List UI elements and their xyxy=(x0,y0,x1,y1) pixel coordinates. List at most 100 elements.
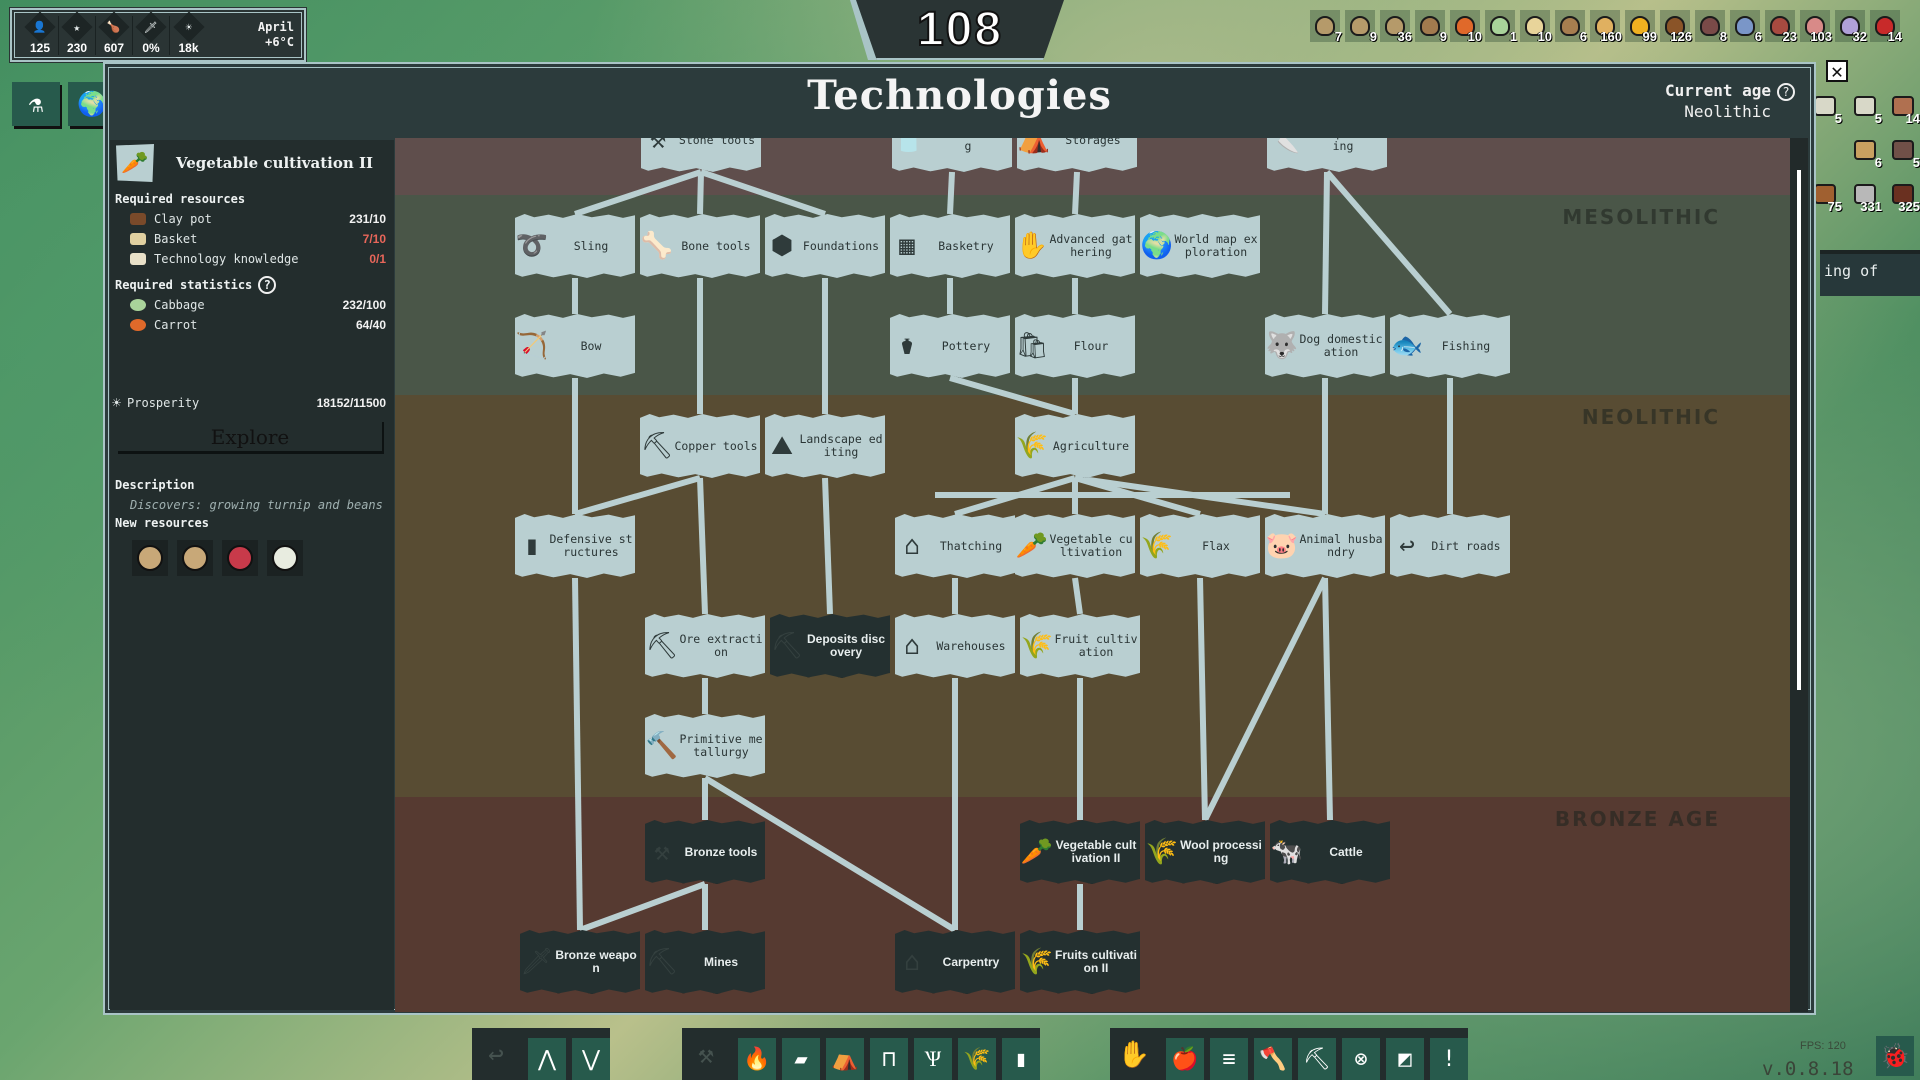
tech-node-deposits-discovery[interactable]: ⛏Deposits discovery xyxy=(770,614,890,678)
tech-node-food-processing[interactable]: 🔪Food processing xyxy=(1267,138,1387,172)
tech-node-animal-husbandry[interactable]: 🐷Animal husbandry xyxy=(1265,514,1385,578)
resource-wheat[interactable]: 160 xyxy=(1590,10,1622,44)
tech-link-copper-tools-to-ore-extraction xyxy=(697,477,708,615)
gather-button[interactable]: 🍎 xyxy=(1166,1038,1204,1080)
tech-node-pelt-clothing[interactable]: 👕Pelt clothing xyxy=(892,138,1012,172)
tech-node-dirt-roads[interactable]: ↩Dirt roads xyxy=(1390,514,1510,578)
tech-node-flax[interactable]: 🌾Flax xyxy=(1140,514,1260,578)
tech-node-pottery[interactable]: ⚱Pottery xyxy=(890,314,1010,378)
tech-node-advanced-gathering[interactable]: ✋Advanced gathering xyxy=(1015,214,1135,278)
side-notification[interactable]: ing of xyxy=(1820,250,1920,296)
new-resource-turnip[interactable] xyxy=(267,540,303,576)
resource-wood-partial[interactable]: 75 xyxy=(1810,180,1842,214)
bug-report-button[interactable]: 🐞 xyxy=(1876,1036,1914,1076)
tech-node-vegetable-cultivation[interactable]: 🥕Vegetable cultivation xyxy=(1015,514,1135,578)
tech-node-bone-tools[interactable]: 🦴Bone tools xyxy=(640,214,760,278)
cut-button[interactable]: 🪓 xyxy=(1254,1038,1292,1080)
tech-node-fishing[interactable]: 🐟Fishing xyxy=(1390,314,1510,378)
scrollbar-thumb[interactable] xyxy=(1797,170,1801,690)
demolish-button[interactable]: ◩ xyxy=(1386,1038,1424,1080)
resource-apple[interactable]: 14 xyxy=(1870,10,1902,44)
tech-node-bronze-tools[interactable]: ⚒Bronze tools xyxy=(645,820,765,884)
resource-clay-pot[interactable]: 9 xyxy=(1415,10,1447,44)
tech-node-mines[interactable]: ⛏Mines xyxy=(645,930,765,994)
resource-carrot-seed-bag[interactable]: 7 xyxy=(1310,10,1342,44)
resource-sticks[interactable]: 325 xyxy=(1888,180,1920,214)
tech-node-vegetable-cultivation-ii[interactable]: 🥕Vegetable cultivation II xyxy=(1020,820,1140,884)
explore-button[interactable]: Explore xyxy=(118,422,384,454)
tech-node-fruit-cultivation[interactable]: 🌾Fruit cultivation xyxy=(1020,614,1140,678)
resource-linen-shirt[interactable]: 5 xyxy=(1850,92,1882,126)
resource-fish[interactable]: 6 xyxy=(1730,10,1762,44)
tent-button[interactable]: ⛺ xyxy=(826,1038,864,1080)
tech-node-agriculture[interactable]: 🌾Agriculture xyxy=(1015,414,1135,478)
palisade-button[interactable]: ▮ xyxy=(1002,1038,1040,1080)
orders-category-icon[interactable]: ✋ xyxy=(1117,1040,1151,1070)
resource-berries[interactable]: 99 xyxy=(1625,10,1657,44)
tech-node-fruits-cultivation-ii[interactable]: 🌾Fruits cultivation II xyxy=(1020,930,1140,994)
resource-grain-seed-bag[interactable]: 36 xyxy=(1380,10,1412,44)
tech-node-storages[interactable]: ⛺Storages xyxy=(1017,138,1137,172)
buildings-category-icon[interactable]: ⚒ xyxy=(698,1040,714,1070)
tech-node-bow[interactable]: 🏹Bow xyxy=(515,314,635,378)
close-button[interactable]: ✕ xyxy=(1826,60,1848,82)
tech-node-stone-tools[interactable]: ⚒Stone tools xyxy=(641,138,761,172)
resource-meat[interactable]: 23 xyxy=(1765,10,1797,44)
tech-node-carpentry[interactable]: ⌂Carpentry xyxy=(895,930,1015,994)
tech-node-bronze-weapon[interactable]: 🗡Bronze weapon xyxy=(520,930,640,994)
tech-node-sling[interactable]: ➰Sling xyxy=(515,214,635,278)
mine-button[interactable]: ⛏ xyxy=(1298,1038,1336,1080)
resource-leather-shirt[interactable]: 14 xyxy=(1888,92,1920,126)
resource-bow[interactable]: 6 xyxy=(1850,136,1882,170)
hides-button[interactable]: ▰ xyxy=(782,1038,820,1080)
animals-button[interactable]: Ѱ xyxy=(914,1038,952,1080)
resource-mushroom[interactable]: 126 xyxy=(1660,10,1692,44)
grain-seed-bag-icon xyxy=(1385,16,1405,36)
cancel-button[interactable]: ⊗ xyxy=(1342,1038,1380,1080)
tech-node-landscape-editing[interactable]: ⛰Landscape editing xyxy=(765,414,885,478)
resource-composite-bow[interactable]: 5 xyxy=(1888,136,1920,170)
resource-bread[interactable]: 10 xyxy=(1520,10,1552,44)
resource-cabbage[interactable]: 1 xyxy=(1485,10,1517,44)
farming-button[interactable]: 🌾 xyxy=(958,1038,996,1080)
resource-ham[interactable]: 103 xyxy=(1800,10,1832,44)
tech-node-ore-extraction[interactable]: ⛏Ore extraction xyxy=(645,614,765,678)
help-icon[interactable]: ? xyxy=(1777,83,1795,101)
help-icon[interactable]: ? xyxy=(258,276,277,294)
resource-flour-sack[interactable]: 6 xyxy=(1555,10,1587,44)
new-resource-turnip-seed-bag[interactable] xyxy=(177,540,213,576)
tech-node-flour[interactable]: 🛍Flour xyxy=(1015,314,1135,378)
lower-terrain-button[interactable]: ⋁ xyxy=(572,1038,610,1080)
tech-node-warehouses[interactable]: ⌂Warehouses xyxy=(895,614,1015,678)
tech-node-copper-tools[interactable]: ⛏Copper tools xyxy=(640,414,760,478)
technologies-tab[interactable]: ⚗ xyxy=(12,82,60,126)
tech-node-dog-domestication[interactable]: 🐺Dog domestication xyxy=(1265,314,1385,378)
alert-button[interactable]: ! xyxy=(1430,1038,1468,1080)
fire-button[interactable]: 🔥 xyxy=(738,1038,776,1080)
raise-terrain-button[interactable]: ⋀ xyxy=(528,1038,566,1080)
resource-grapes[interactable]: 32 xyxy=(1835,10,1867,44)
tech-node-defensive-structures[interactable]: ▮Defensive structures xyxy=(515,514,635,578)
new-resource-beans[interactable] xyxy=(222,540,258,576)
tech-label: Stone tools xyxy=(678,138,756,147)
resource-stone[interactable]: 331 xyxy=(1850,180,1882,214)
military-value: 0% xyxy=(142,40,160,55)
tech-node-primitive-metallurgy[interactable]: 🔨Primitive metallurgy xyxy=(645,714,765,778)
tech-node-basketry[interactable]: ▦Basketry xyxy=(890,214,1010,278)
resource-count: 6 xyxy=(1754,29,1762,44)
new-resource-bean-seed-bag[interactable] xyxy=(132,540,168,576)
resource-raw-fish[interactable]: 8 xyxy=(1695,10,1727,44)
tech-node-cattle[interactable]: 🐄Cattle xyxy=(1270,820,1390,884)
tech-node-foundations[interactable]: ⬢Foundations xyxy=(765,214,885,278)
storage-button[interactable]: ≡ xyxy=(1210,1038,1248,1080)
tech-node-wool-processing[interactable]: 🌾Wool processing xyxy=(1145,820,1265,884)
drying-rack-button[interactable]: ⊓ xyxy=(870,1038,908,1080)
resource-carrot[interactable]: 10 xyxy=(1450,10,1482,44)
roads-category-icon[interactable]: ↩ xyxy=(488,1040,504,1070)
resource-cabbage-seed-bag[interactable]: 9 xyxy=(1345,10,1377,44)
tech-node-thatching[interactable]: ⌂Thatching xyxy=(895,514,1015,578)
tech-node-world-map-exploration[interactable]: 🌍World map exploration xyxy=(1140,214,1260,278)
resource-amount: 0/1 xyxy=(369,252,386,266)
